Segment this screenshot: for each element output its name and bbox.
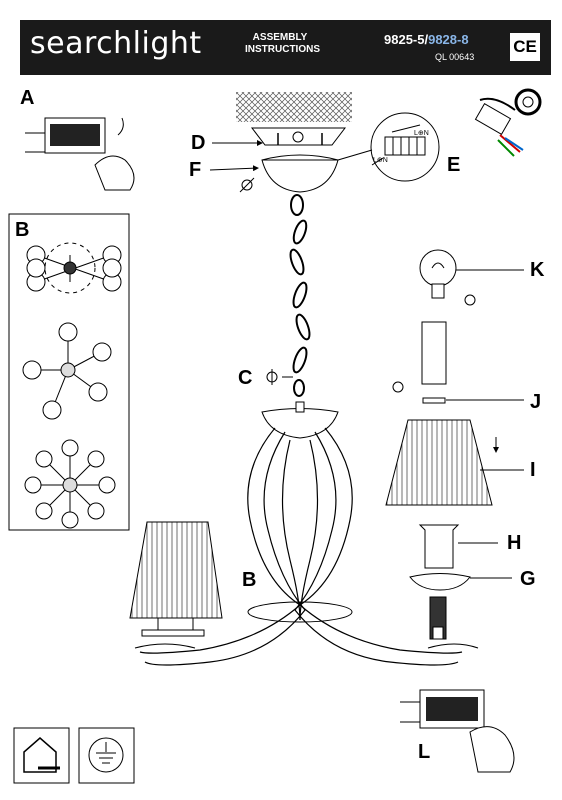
terminal-block-l: [400, 689, 515, 773]
label-b-arm: B: [242, 569, 257, 591]
model-number: 9825-5/9828-8: [384, 32, 469, 47]
rotate-icon: [292, 131, 304, 143]
ceiling-hatch: [236, 92, 352, 122]
label-d: D: [191, 132, 206, 154]
earth-symbol-icon: [78, 727, 135, 784]
bulb-holder: [429, 596, 447, 640]
header-bar: searchlight ASSEMBLY INSTRUCTIONS 9825-5…: [20, 20, 551, 75]
rotation-arrow: [247, 601, 353, 623]
bulb-icon: [419, 249, 457, 299]
ql-code: QL 00643: [435, 52, 475, 62]
sleeve-h: [418, 524, 460, 569]
model-alt: 9828-8: [428, 32, 469, 47]
canopy: [261, 154, 339, 193]
assembly-line-2: INSTRUCTIONS: [245, 44, 320, 55]
lamp-shade-left: [129, 521, 223, 619]
assembly-line-1: ASSEMBLY: [252, 32, 308, 43]
hand-icon: [94, 155, 135, 191]
rotate-icon: [239, 177, 255, 193]
label-g: G: [520, 568, 536, 590]
label-a: A: [20, 87, 35, 109]
terminal-text-e-top: L⊕N: [414, 130, 429, 137]
brand-logo: searchlight: [30, 26, 202, 61]
body-cup: [261, 408, 339, 439]
arm-layout-8: [24, 439, 116, 529]
terminal-block-a: [25, 117, 135, 191]
wiring-detail-icon: [474, 88, 542, 157]
label-j: J: [530, 391, 542, 413]
lamp-shade-i: [385, 419, 493, 506]
cup-g: [409, 573, 471, 591]
label-l: L: [418, 741, 431, 763]
terminal-block-e: [371, 124, 426, 166]
rotate-icon: [266, 369, 278, 385]
label-f: F: [189, 159, 202, 181]
assembly-title: ASSEMBLY INSTRUCTIONS: [245, 32, 320, 56]
ce-mark: CE: [510, 33, 540, 61]
label-b-panel: B: [15, 219, 30, 241]
model-primary: 9825-5/: [384, 32, 429, 47]
chain: [289, 194, 311, 397]
rotate-icon: [392, 294, 476, 393]
label-k: K: [530, 259, 545, 281]
ring-j: [422, 397, 446, 404]
indoor-use-icon: [13, 727, 70, 784]
screw-icons: [277, 131, 323, 145]
label-h: H: [507, 532, 522, 554]
hand-icon: [469, 726, 515, 773]
label-i: I: [530, 459, 536, 481]
terminal-text-e-bottom: L⊕N: [373, 157, 388, 164]
arm-layout-5: [22, 322, 112, 420]
candle-sleeve: [421, 321, 447, 385]
label-e: E: [447, 154, 461, 176]
label-c: C: [238, 367, 253, 389]
arm-layout-3: [26, 242, 122, 294]
